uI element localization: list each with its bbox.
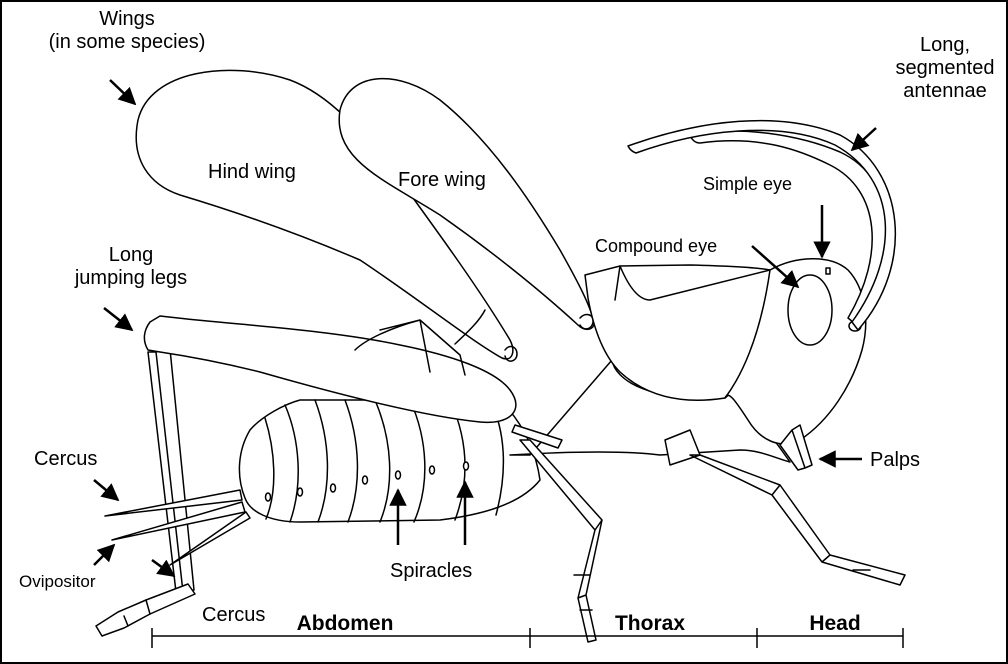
antennae-label-line2: segmented [880,57,1008,80]
long-jumping-legs-line1: Long [56,244,206,267]
antennae-label-line3: antennae [880,80,1008,103]
cercus-bottom-label: Cercus [202,604,265,627]
antennae-label: Long, segmented antennae [880,34,1008,103]
head-region-label: Head [790,612,880,635]
palps-label: Palps [870,449,920,472]
spiracles-label: Spiracles [390,560,472,583]
wings-label-line1: Wings [2,8,252,31]
ovipositor-label: Ovipositor [19,570,96,593]
compound-eye-label: Compound eye [595,235,717,258]
simple-eye-label: Simple eye [703,173,792,196]
abdomen-region-label: Abdomen [270,612,420,635]
hind-wing-label: Hind wing [208,161,296,184]
fore-wing-label: Fore wing [398,169,486,192]
thorax-region-label: Thorax [590,612,710,635]
cercus-top-label: Cercus [34,448,97,471]
antennae-label-line1: Long, [880,34,1008,57]
long-jumping-legs-line2: jumping legs [56,267,206,290]
wings-label-line2: (in some species) [2,31,252,54]
simple-eye-shape [826,268,830,274]
hind-foot [96,584,195,636]
wings-label: Wings (in some species) [2,8,252,54]
front-leg [665,430,905,585]
long-jumping-legs-label: Long jumping legs [56,244,206,290]
